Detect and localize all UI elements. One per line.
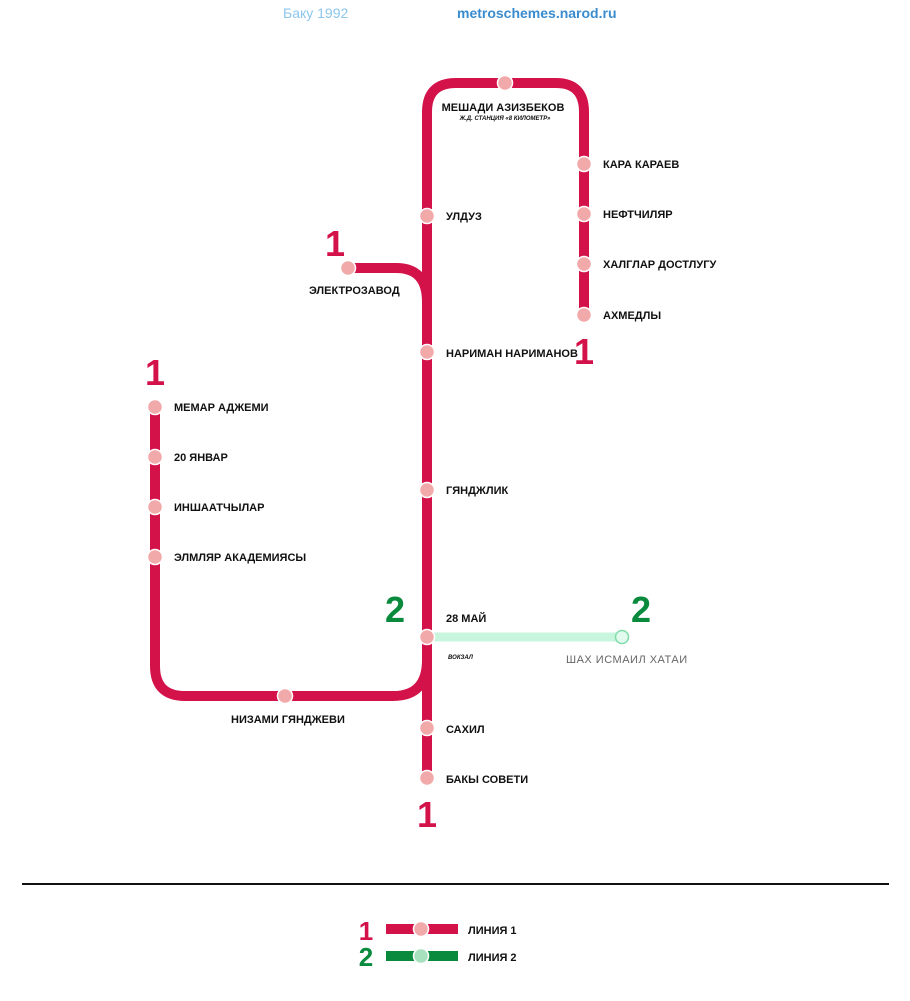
station-label: НИЗАМИ ГЯНДЖЕВИ <box>231 714 345 726</box>
station-label: ГЯНДЖЛИК <box>446 485 508 497</box>
station-dot <box>418 719 436 737</box>
station-20-yanvar[interactable]: 20 ЯНВАР <box>146 448 228 466</box>
station-meshadi-azizbekov[interactable]: МЕШАДИ АЗИЗБЕКОВ Ж.Д. СТАНЦИЯ «8 КИЛОМЕТ… <box>442 74 565 123</box>
station-label: 20 ЯНВАР <box>174 452 228 464</box>
station-label: САХИЛ <box>446 724 485 736</box>
line-1-track-west-branch <box>150 407 432 701</box>
line-2-marker-shah-ismail: 2 <box>631 589 651 630</box>
station-khalglar-dostlugu[interactable]: ХАЛГЛАР ДОСТЛУГУ <box>575 255 717 273</box>
map-title-city-year: Баку 1992 <box>283 5 349 21</box>
station-dot <box>418 628 436 646</box>
line-1-track-main <box>422 78 589 778</box>
station-label: НЕФТЧИЛЯР <box>603 209 673 221</box>
station-label: ХАЛГЛАР ДОСТЛУГУ <box>603 259 716 271</box>
station-label: КАРА КАРАЕВ <box>603 159 679 171</box>
station-dot <box>418 207 436 225</box>
station-gyandzhlik[interactable]: ГЯНДЖЛИК <box>418 481 509 499</box>
station-label: МЕШАДИ АЗИЗБЕКОВ <box>442 102 565 114</box>
station-dot <box>614 629 630 645</box>
legend-line-label: ЛИНИЯ 1 <box>468 925 517 937</box>
legend-station-dot <box>412 947 430 965</box>
station-kara-karaev[interactable]: КАРА КАРАЕВ <box>575 155 680 173</box>
station-note: ВОКЗАЛ <box>448 655 474 661</box>
station-dot <box>418 343 436 361</box>
legend-line-label: ЛИНИЯ 2 <box>468 952 517 964</box>
station-28-may[interactable]: 28 МАЙ ВОКЗАЛ <box>418 612 487 661</box>
station-dot <box>339 259 357 277</box>
station-dot <box>146 548 164 566</box>
station-label: УЛДУЗ <box>446 211 482 223</box>
station-dot <box>146 498 164 516</box>
station-label: МЕМАР АДЖЕМИ <box>174 402 269 414</box>
station-label: БАКЫ СОВЕТИ <box>446 774 528 786</box>
station-elektrozavod[interactable]: ЭЛЕКТРОЗАВОД <box>309 259 400 298</box>
line-1-marker-memar-adzhemi: 1 <box>145 352 165 393</box>
station-memar-adzhemi[interactable]: МЕМАР АДЖЕМИ <box>146 398 269 416</box>
station-sakhil[interactable]: САХИЛ <box>418 719 485 737</box>
station-shah-ismail-khatai[interactable]: ШАХ ИСМАИЛ ХАТАИ <box>566 629 688 667</box>
line-2-marker-28-may: 2 <box>385 589 405 630</box>
station-label: АХМЕДЛЫ <box>603 310 661 322</box>
station-dot <box>575 155 593 173</box>
station-note: Ж.Д. СТАНЦИЯ «8 КИЛОМЕТР» <box>459 116 551 122</box>
legend-line-number: 2 <box>359 942 373 972</box>
station-ulduz[interactable]: УЛДУЗ <box>418 207 482 225</box>
station-dot <box>418 769 436 787</box>
legend-line-number: 1 <box>359 916 373 946</box>
station-dot <box>575 205 593 223</box>
station-dot <box>575 306 593 324</box>
station-elmlyar-akademiyasy[interactable]: ЭЛМЛЯР АКАДЕМИЯСЫ <box>146 548 307 566</box>
station-dot <box>575 255 593 273</box>
station-inshaatchylar[interactable]: ИНШААТЧЫЛАР <box>146 498 265 516</box>
station-nariman-narimanov[interactable]: НАРИМАН НАРИМАНОВ <box>418 343 578 361</box>
line-1-track-elektrozavod-branch <box>348 263 432 303</box>
legend-item-line-2: 2 ЛИНИЯ 2 <box>359 942 517 972</box>
station-dot <box>146 448 164 466</box>
legend: 1 ЛИНИЯ 1 2 ЛИНИЯ 2 <box>359 916 517 972</box>
station-dot <box>146 398 164 416</box>
station-label: ЭЛЕКТРОЗАВОД <box>309 285 400 297</box>
line-1-marker-baky-soveti: 1 <box>417 794 437 835</box>
station-label: ЭЛМЛЯР АКАДЕМИЯСЫ <box>174 552 306 564</box>
legend-station-dot <box>412 920 430 938</box>
station-baky-soveti[interactable]: БАКЫ СОВЕТИ <box>418 769 529 787</box>
station-label: ШАХ ИСМАИЛ ХАТАИ <box>566 654 688 666</box>
station-label: ИНШААТЧЫЛАР <box>174 502 264 514</box>
line-1-marker-akhmedly: 1 <box>574 331 594 372</box>
line-1-marker-elektrozavod: 1 <box>325 223 345 264</box>
map-source-site: metroschemes.narod.ru <box>457 5 617 21</box>
station-neftchilyar[interactable]: НЕФТЧИЛЯР <box>575 205 673 223</box>
station-label: 28 МАЙ <box>446 612 486 625</box>
station-dot <box>496 74 514 92</box>
station-dot <box>418 481 436 499</box>
station-label: НАРИМАН НАРИМАНОВ <box>446 348 578 360</box>
station-dot <box>276 687 294 705</box>
station-nizami-gyandzhevi[interactable]: НИЗАМИ ГЯНДЖЕВИ <box>231 687 345 727</box>
station-akhmedly[interactable]: АХМЕДЛЫ <box>575 306 662 324</box>
legend-item-line-1: 1 ЛИНИЯ 1 <box>359 916 517 946</box>
